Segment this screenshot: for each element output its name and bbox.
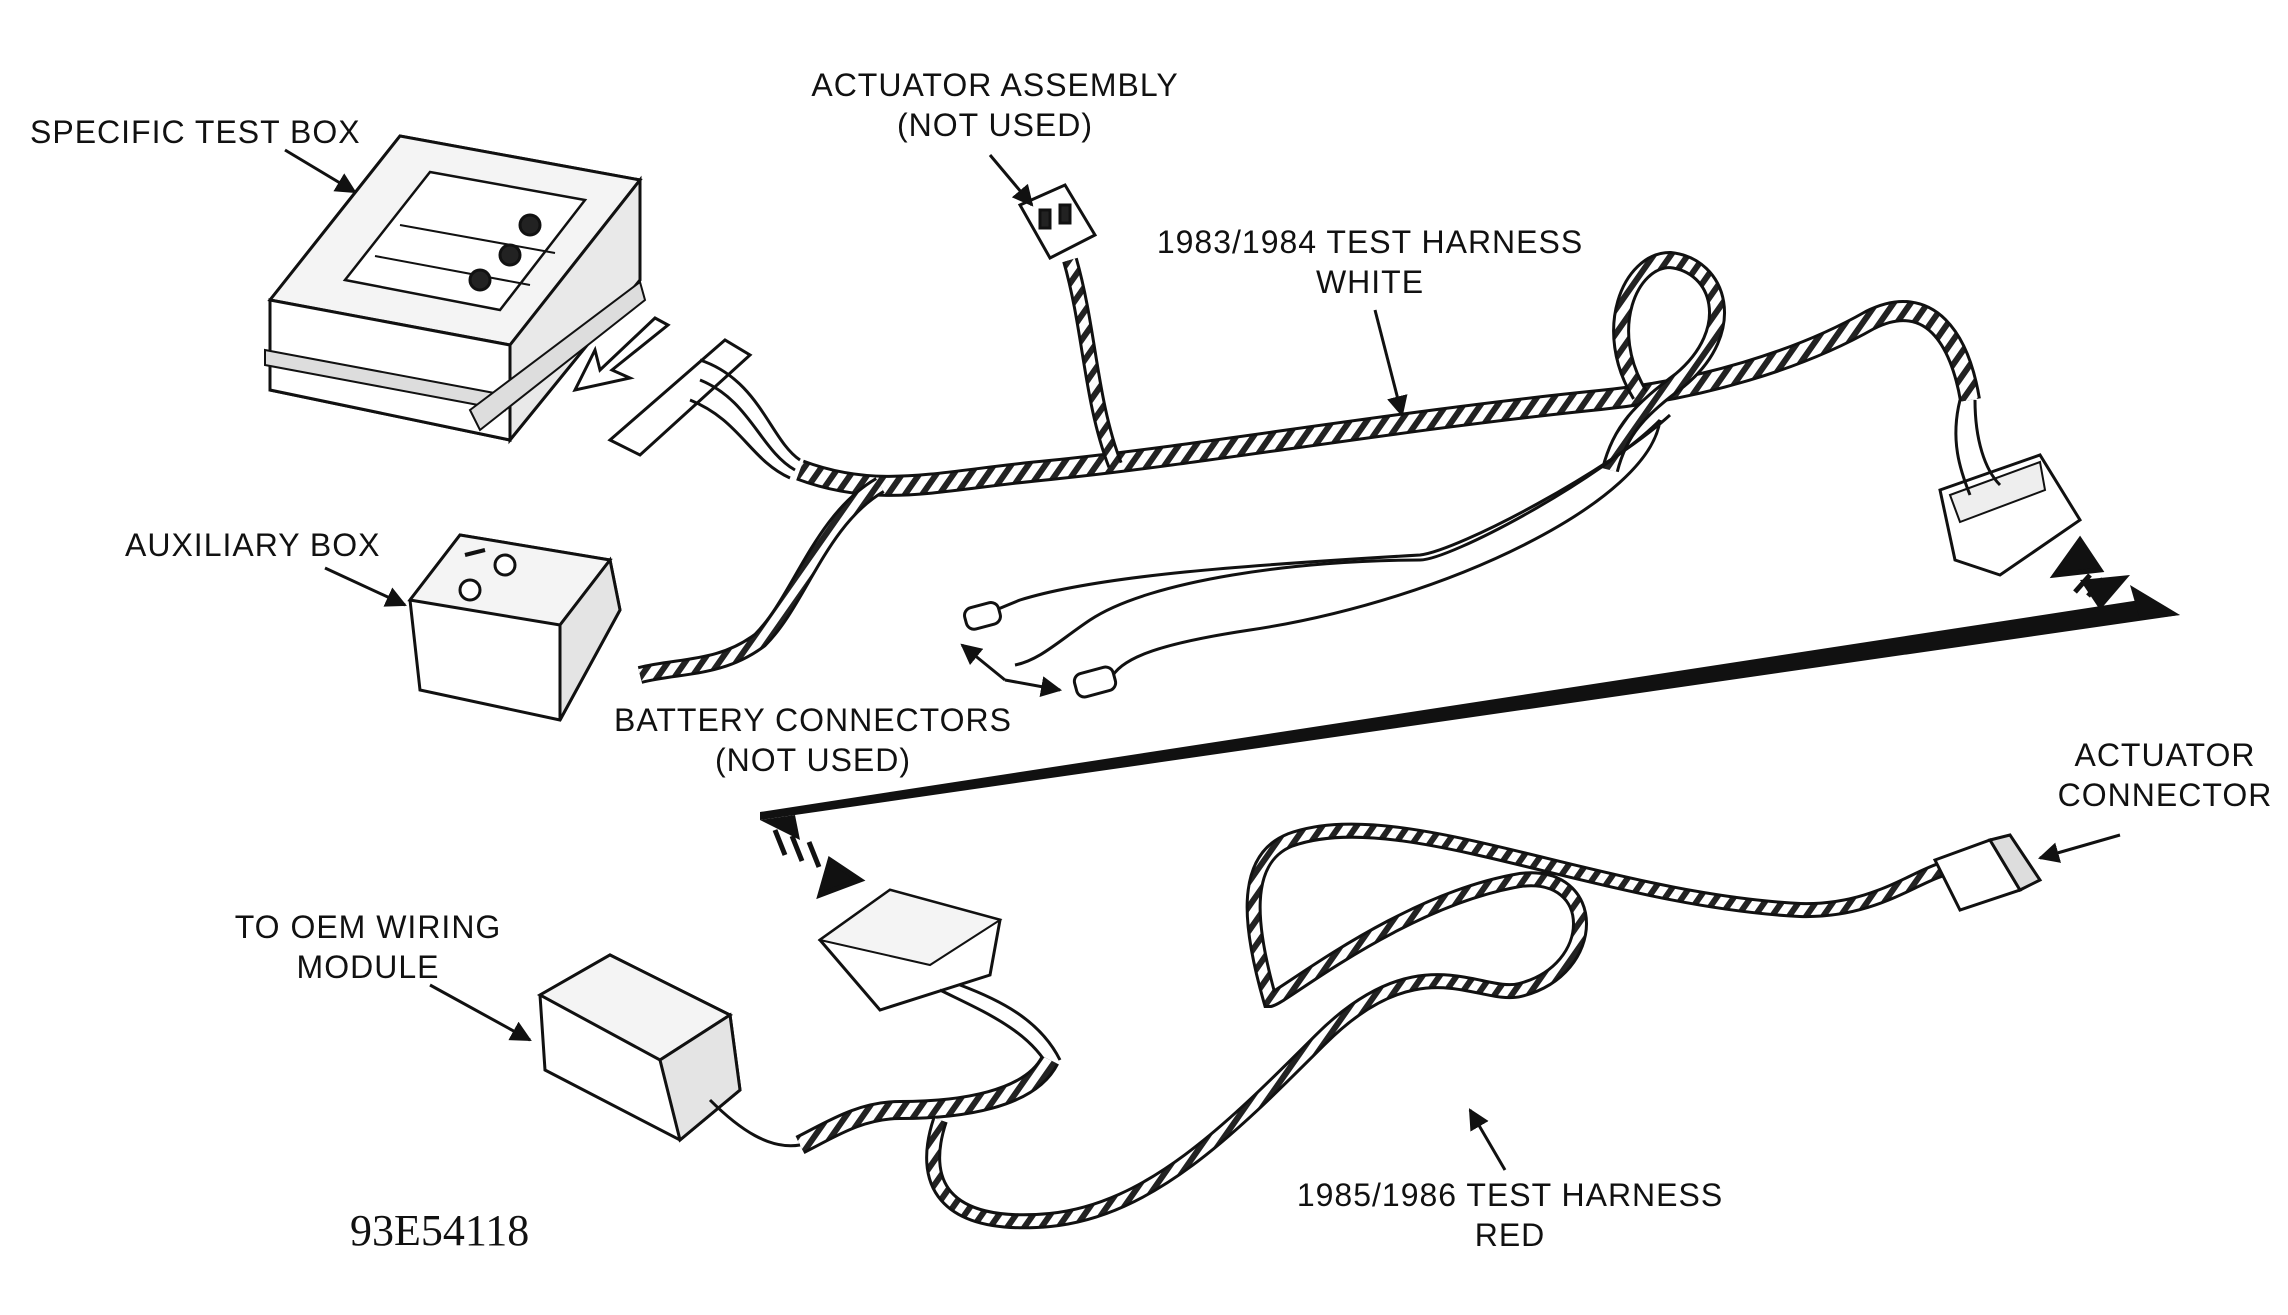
auxiliary-box — [407, 533, 622, 722]
leader-lines — [284, 148, 2121, 1171]
actuator-assembly-plug — [1017, 183, 1098, 260]
test-harness-1985-1986 — [795, 822, 2043, 1230]
insert-arrow — [572, 316, 671, 393]
battery-connectors — [963, 413, 1672, 699]
hatched-arrow-right — [2049, 535, 2118, 602]
label-harness-1985-1986: 1985/1986 TEST HARNESS RED — [1296, 1177, 1724, 1253]
specific-test-box — [264, 134, 647, 445]
label-harness-1983-1984: 1983/1984 TEST HARNESS WHITE — [1156, 224, 1584, 300]
test-harness-1983-1984 — [607, 250, 2083, 684]
label-specific-test-box: SPECIFIC TEST BOX — [30, 114, 361, 150]
figure-code: 93E54118 — [350, 1206, 530, 1255]
oem-wiring-module — [536, 953, 801, 1148]
label-actuator-assembly: ACTUATOR ASSEMBLY (NOT USED) — [811, 67, 1179, 143]
label-auxiliary-box: AUXILIARY BOX — [125, 527, 381, 563]
label-to-oem-wiring-module: TO OEM WIRING MODULE — [234, 909, 502, 985]
hatched-arrow-left — [772, 829, 866, 900]
label-battery-connectors: BATTERY CONNECTORS (NOT USED) — [614, 702, 1012, 778]
label-actuator-connector: ACTUATOR CONNECTOR — [2057, 737, 2273, 813]
